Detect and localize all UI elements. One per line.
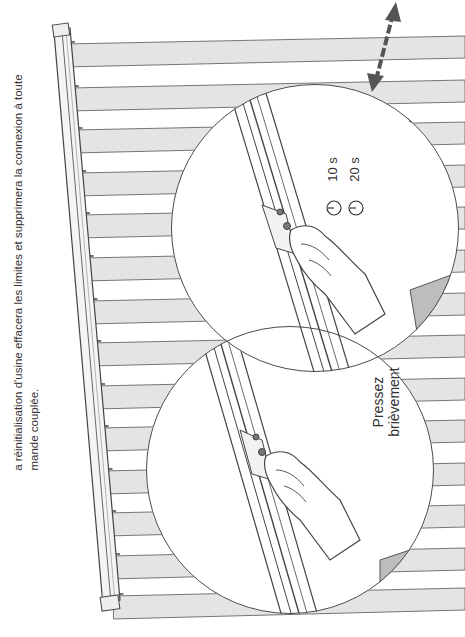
node-text: Pressez brièvement <box>369 361 401 443</box>
blind-slats <box>65 36 465 619</box>
magnifier-circle: Pressez brièvement <box>146 326 434 614</box>
magnifier-upper <box>171 80 465 385</box>
head-rail <box>52 23 120 611</box>
node-text: 10 s <box>326 157 341 182</box>
double-arrow <box>367 2 401 92</box>
clock-icon <box>327 201 363 215</box>
magnifier-circle: 10 s 20 s <box>171 84 459 372</box>
note-text: a réinitialisation d'usine effacera les … <box>12 74 25 470</box>
slat <box>65 36 465 67</box>
node-text: 20 s <box>348 157 363 182</box>
note-text: mande couplée. <box>28 388 41 470</box>
